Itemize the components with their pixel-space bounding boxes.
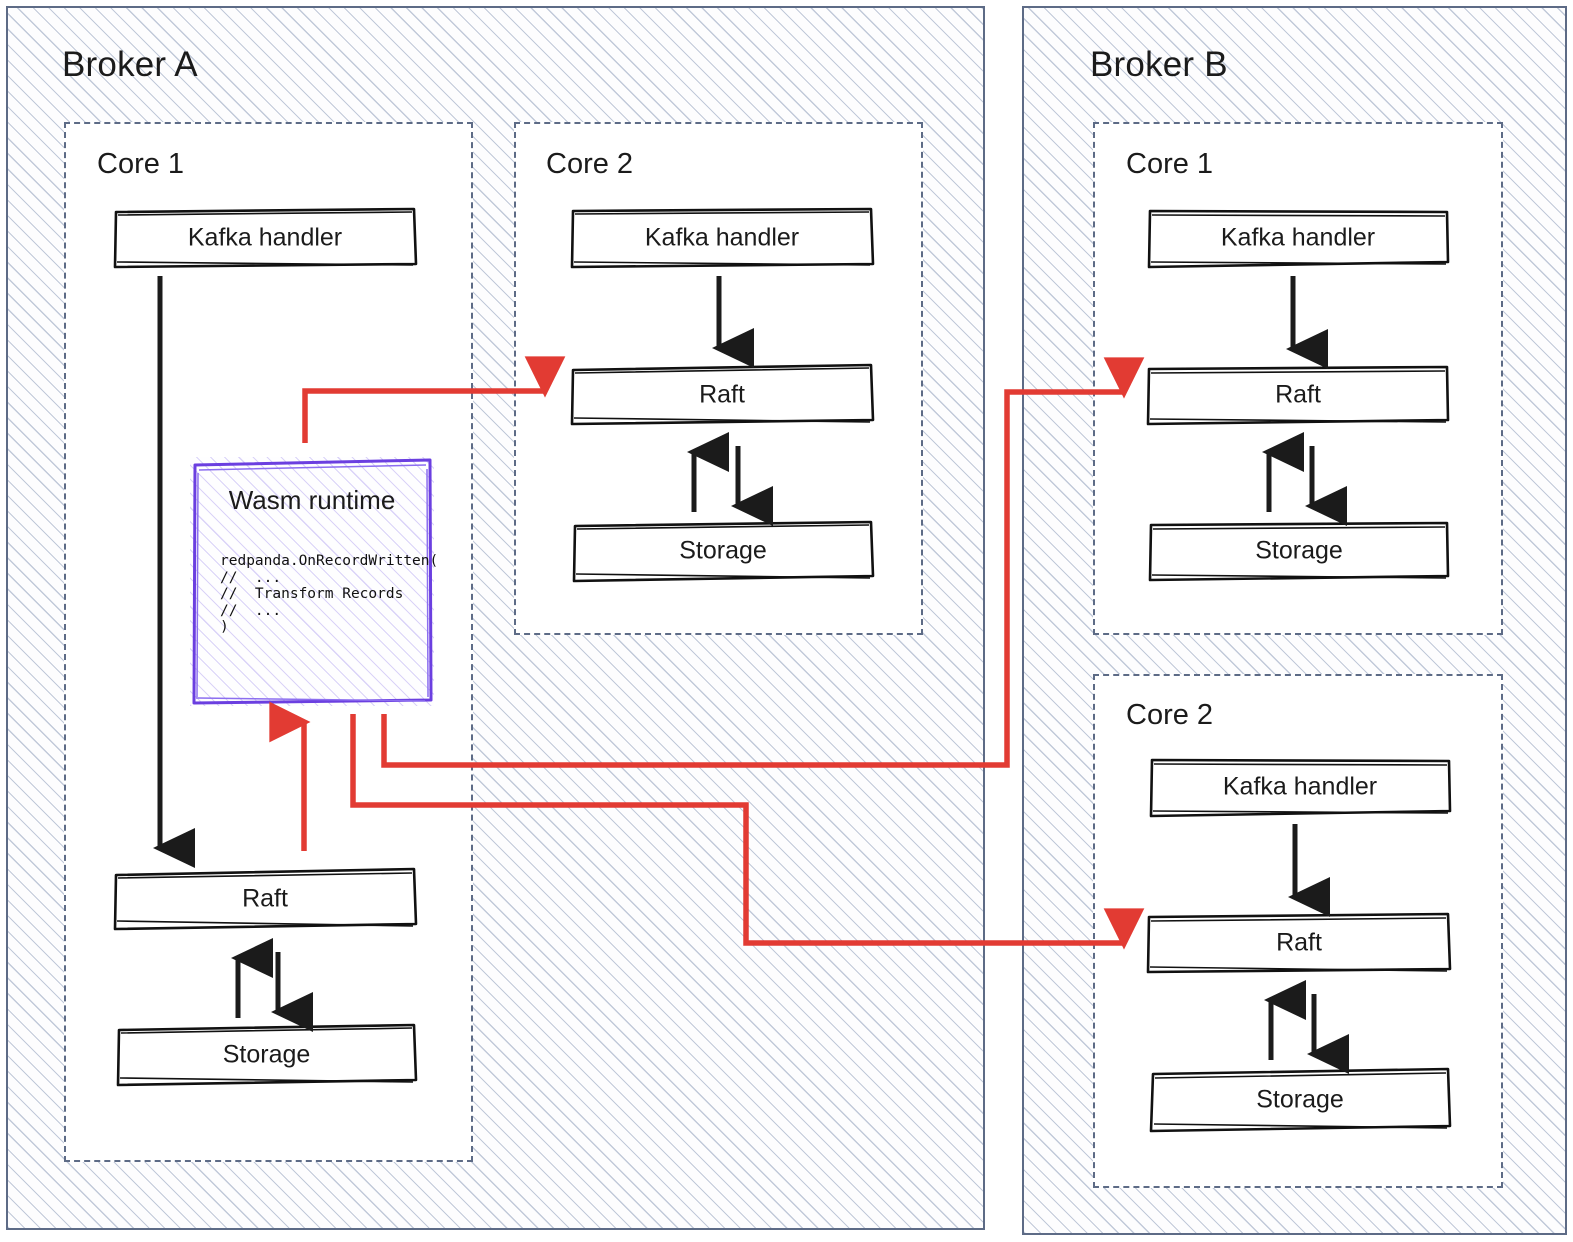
- node-a2-raft[interactable]: Raft: [570, 362, 875, 427]
- node-a2-kafka-handler[interactable]: Kafka handler: [570, 206, 875, 269]
- broker-a-core-1-title: Core 1: [97, 148, 185, 180]
- node-label: Raft: [1275, 380, 1321, 409]
- node-label: Raft: [1276, 928, 1322, 957]
- broker-a-core-2-title: Core 2: [546, 148, 634, 180]
- sketch-rect: [1149, 758, 1452, 818]
- node-label: Storage: [679, 536, 767, 565]
- sketch-rect: [1146, 912, 1452, 974]
- node-b1-storage[interactable]: Storage: [1148, 519, 1450, 583]
- node-b1-kafka-handler[interactable]: Kafka handler: [1146, 206, 1450, 269]
- node-label: Raft: [242, 884, 288, 912]
- broker-b-core-2-title: Core 2: [1126, 699, 1214, 731]
- node-a1-storage[interactable]: Storage: [116, 1022, 418, 1087]
- node-label: Raft: [699, 380, 745, 408]
- sketch-rect: [113, 867, 418, 931]
- node-label: Kafka handler: [187, 223, 343, 251]
- node-label: Storage: [222, 1040, 311, 1068]
- node-b1-raft[interactable]: Raft: [1146, 363, 1450, 427]
- node-label: Storage: [1256, 1085, 1344, 1114]
- node-a1-raft[interactable]: Raft: [113, 866, 418, 931]
- broker-b-core-1-title: Core 1: [1126, 148, 1214, 180]
- wasm-runtime-title: Wasm runtime: [228, 485, 396, 515]
- sketch-rect: [116, 1023, 418, 1087]
- sketch-rect: [113, 207, 418, 269]
- sketch-rect: [1146, 365, 1450, 426]
- sketch-rect: [1147, 209, 1450, 269]
- node-a2-storage[interactable]: Storage: [572, 519, 875, 583]
- wasm-runtime-code: redpanda.OnRecordWritten( // ... // Tran…: [220, 553, 439, 635]
- sketch-rect: [1148, 521, 1450, 582]
- sketch-rect: [1149, 1067, 1452, 1133]
- node-label: Kafka handler: [1220, 223, 1376, 251]
- node-b2-kafka-handler[interactable]: Kafka handler: [1148, 755, 1452, 818]
- node-b2-storage[interactable]: Storage: [1148, 1066, 1452, 1134]
- wasm-runtime-box[interactable]: Wasm runtime redpanda.OnRecordWritten( /…: [190, 457, 438, 706]
- sketch-rect: [570, 207, 875, 269]
- node-label: Kafka handler: [644, 223, 800, 251]
- broker-a-title: Broker A: [62, 45, 198, 84]
- node-label: Kafka handler: [1222, 772, 1378, 800]
- node-a1-kafka-handler[interactable]: Kafka handler: [113, 206, 418, 269]
- broker-b-title: Broker B: [1090, 45, 1228, 84]
- node-label: Storage: [1255, 536, 1343, 565]
- node-b2-raft[interactable]: Raft: [1146, 910, 1452, 976]
